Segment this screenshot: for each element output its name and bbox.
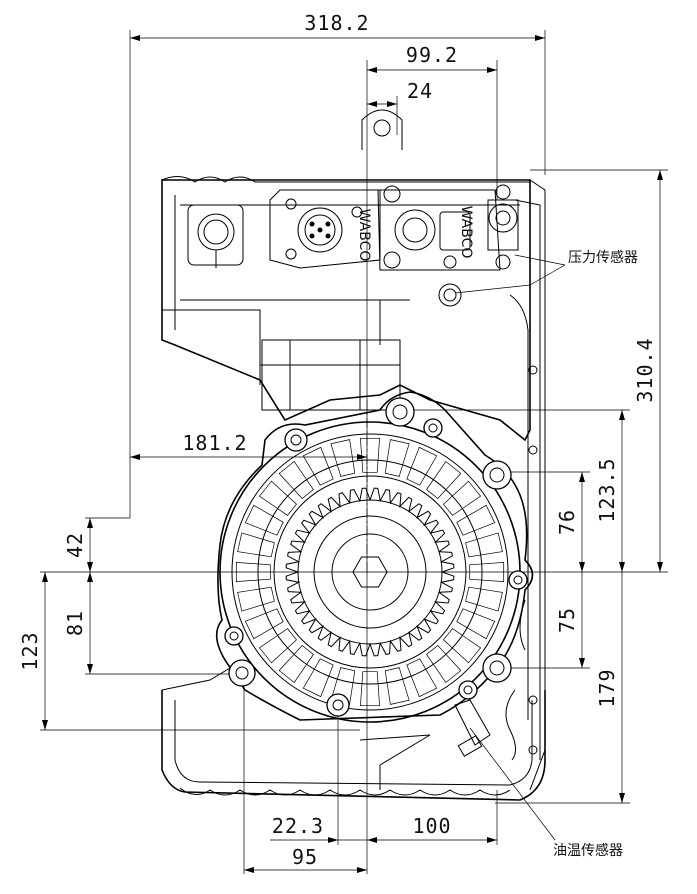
motor-flange [215,391,534,757]
flange-rib [456,608,496,640]
flange-rib [244,504,284,536]
flange-rib [258,628,297,664]
oil-temp-sensor-label: 油温传感器 [553,842,623,859]
valve-block: WABCO WABCO [187,184,519,307]
flange-rib [465,532,503,558]
dim-95: 95 [292,845,318,869]
flange-ribs [235,437,505,707]
dim-179: 179 [595,668,619,707]
dim-123: 123 [18,631,42,670]
gear-tooth-ring [285,487,455,657]
flange-rib [302,446,334,486]
dim-99: 99.2 [406,43,458,67]
dim-123-5: 123.5 [595,457,619,522]
flange-rib [360,671,380,707]
connector-text-right: WABCO [458,206,474,259]
dim-81: 81 [63,610,87,636]
dim-181: 181.2 [182,431,247,455]
dim-76: 76 [555,509,579,535]
flange-rib [235,562,271,582]
flange-rib [237,532,275,558]
flange-rib [426,645,462,684]
dim-75: 75 [555,607,579,633]
dim-318: 318.2 [304,11,369,35]
flange-rib [302,658,334,698]
flange-rib [469,562,505,582]
flange-rib [426,460,462,499]
dim-42: 42 [63,532,87,558]
flange-rib [244,608,284,640]
flange-rib [258,480,297,516]
flange-rib [406,658,438,698]
flange-rib [443,628,482,664]
flange-rib [384,667,410,705]
dim-24: 24 [407,79,433,103]
flange-rib [330,439,356,477]
flange-rib [456,504,496,536]
pressure-sensor-label: 压力传感器 [568,249,638,266]
flange-rib [465,586,503,612]
flange-rib [237,586,275,612]
dim-22: 22.3 [272,814,324,838]
dimension-lines [40,30,668,874]
dimension-labels: 318.2 99.2 24 181.2 22.3 100 95 310.4 12… [18,11,657,869]
connector-text-left: WABCO [356,209,372,262]
flange-rib [406,446,438,486]
flange-rib [443,480,482,516]
flange-rib [360,437,380,473]
flange-rib [384,439,410,477]
flange-rib [278,460,314,499]
dim-310: 310.4 [633,337,657,402]
gear-teeth [285,487,455,657]
callouts: 压力传感器 油温传感器 [454,249,638,859]
flange-rib [278,645,314,684]
dim-100: 100 [412,814,451,838]
